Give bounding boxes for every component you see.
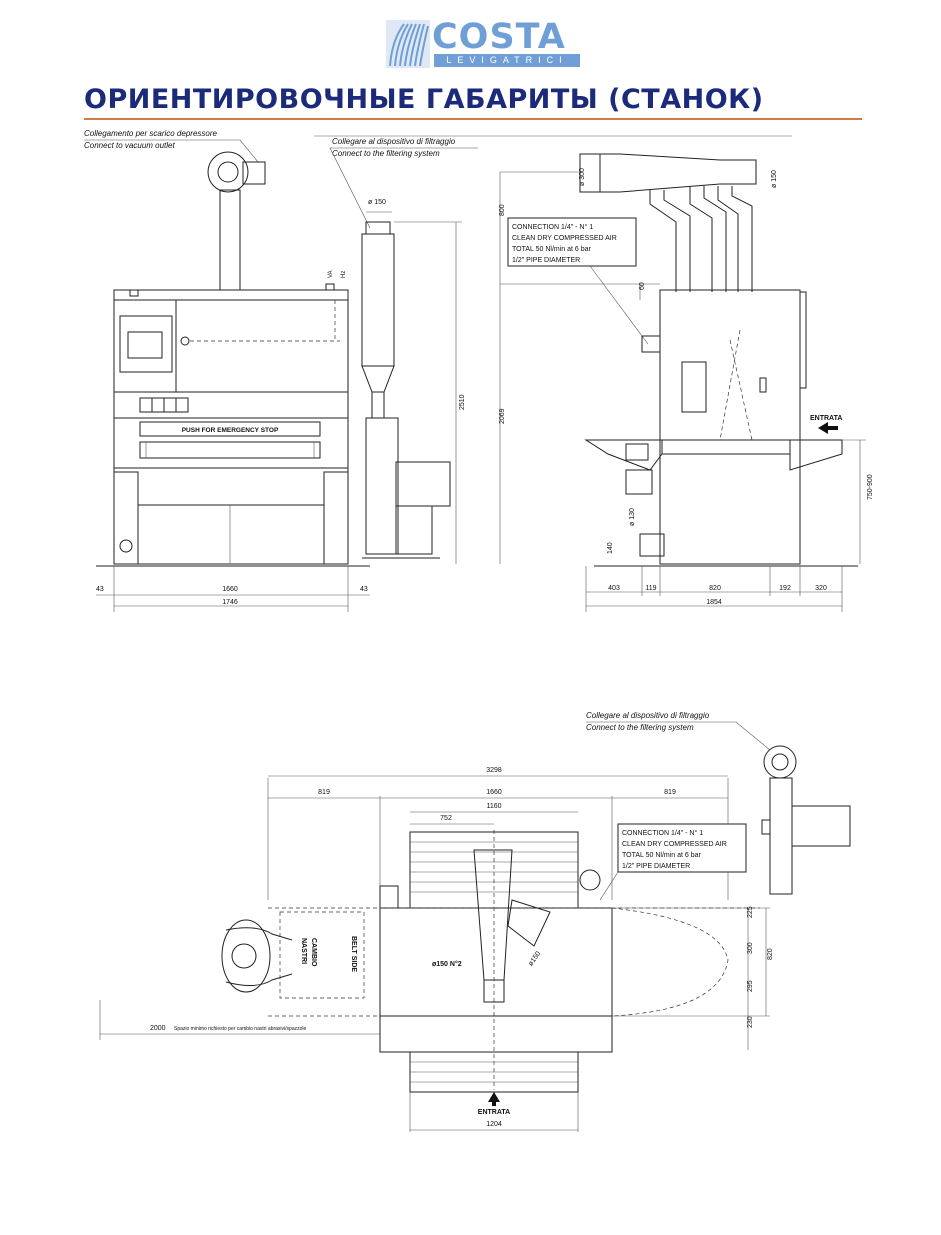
filter-motor	[395, 461, 451, 507]
front-dim-right: 43	[360, 586, 368, 593]
plan-machine-body	[379, 907, 613, 1017]
front-view: Collegamento per scarico depressore Conn…	[84, 129, 370, 612]
plan-dia-150-n2: ø150 N°2	[432, 960, 462, 968]
title-divider	[84, 118, 862, 120]
plan-nastri: NASTRI	[300, 938, 307, 964]
plan-dim-1204: 1204	[486, 1121, 502, 1128]
side-dim-800: 800	[499, 204, 506, 216]
front-dim-width: 1660	[222, 586, 238, 593]
side-pipe-1	[649, 190, 691, 292]
plan-filter-motor	[791, 805, 851, 847]
emergency-stop-label: PUSH FOR EMERGENCY STOP	[182, 427, 279, 434]
side-dia-300: ø 300	[579, 168, 586, 186]
plan-dim-right: 819	[664, 789, 676, 796]
filter-note-leader	[329, 147, 478, 229]
side-connection-line-4: 1/2" PIPE DIAMETER	[512, 257, 580, 264]
plan-filter-note-en: Connect to the filtering system	[586, 723, 694, 732]
plan-belt-side: BELT SIDE	[350, 936, 357, 972]
plan-view: Collegare al dispositivo di filtraggio C…	[99, 711, 851, 1132]
plan-side-dim-3: 295	[747, 980, 754, 992]
side-bottom-dim-3: 820	[709, 585, 721, 592]
side-motor	[681, 361, 707, 413]
side-connection-note	[507, 217, 637, 267]
front-dim-left: 43	[96, 586, 104, 593]
plan-side-dim-2: 300	[747, 942, 754, 954]
plan-filter-leader	[586, 721, 771, 751]
plan-dim-mid: 1660	[486, 789, 502, 796]
plan-dim-left: 819	[318, 789, 330, 796]
plan-connection-line-4: 1/2" PIPE DIAMETER	[622, 863, 690, 870]
side-connection-line-2: CLEAN DRY COMPRESSED AIR	[512, 235, 617, 242]
side-bottom-dim-2: 119	[645, 585, 656, 592]
side-dia-130: ø 130	[629, 508, 636, 526]
logo-mark-icon	[386, 20, 430, 68]
side-dia-150: ø 150	[771, 170, 778, 188]
filter-note-it: Collegare al dispositivo di filtraggio	[332, 137, 456, 146]
plan-connection-line-2: CLEAN DRY COMPRESSED AIR	[622, 841, 727, 848]
filter-dia: ø 150	[368, 199, 386, 206]
side-view: ø 300 ø 150 CONNECTION 1/4" - N° 1 CLEAN…	[499, 153, 874, 612]
side-connection-line-3: TOTAL 50 Nl/min at 6 bar	[512, 246, 592, 253]
emergency-stop-bar	[139, 421, 321, 437]
front-tag-hz: Hz	[341, 271, 347, 278]
filter-base	[365, 417, 399, 555]
plan-side-dim-1: 225	[747, 906, 754, 918]
plan-cambio: CAMBIO	[310, 938, 317, 967]
plan-connection-line-1: CONNECTION 1/4" - N° 1	[622, 829, 703, 837]
machine-front-body	[113, 289, 349, 565]
filter-height: 2510	[459, 394, 466, 410]
plan-belt-change-area	[279, 911, 365, 999]
plan-dim-752: 752	[440, 815, 452, 822]
front-tag-va: VA	[328, 270, 334, 278]
plan-dim-2000-note: Spazio minimo richiesto per cambio nastr…	[174, 1026, 306, 1032]
side-bottom-dim-1: 403	[608, 585, 620, 592]
side-dim-140: 140	[607, 542, 614, 554]
brand-subtitle: LEVIGATRICI	[434, 54, 580, 67]
side-entrata-label: ENTRATA	[810, 415, 842, 422]
plan-dim-820: 820	[767, 948, 774, 960]
vacuum-fan-icon	[207, 151, 249, 193]
plan-dim-1160: 1160	[486, 803, 501, 810]
front-vacuum-note-en: Connect to vacuum outlet	[84, 141, 175, 150]
side-entrata-arrow-icon	[818, 422, 838, 434]
operator-figure-icon	[221, 919, 293, 993]
filter-note-en: Connect to the filtering system	[332, 149, 440, 158]
filter-column	[361, 233, 395, 367]
plan-air-fitting-icon	[579, 869, 601, 891]
side-bottom-dim-5: 320	[815, 585, 827, 592]
side-dim-60: 60	[639, 282, 646, 290]
plan-dim-2000: 2000	[150, 1025, 166, 1032]
control-panel	[119, 315, 173, 373]
side-bottom-dim-4: 192	[779, 585, 791, 592]
plan-side-dim-4: 230	[747, 1016, 754, 1028]
front-roller	[139, 441, 321, 459]
front-vacuum-note-it: Collegamento per scarico depressore	[84, 129, 218, 138]
plan-dia-150: ø150	[527, 950, 542, 967]
filter-unit-view: Collegare al dispositivo di filtraggio C…	[314, 135, 792, 564]
side-dim-750-900: 750-900	[867, 474, 874, 500]
plan-filter-note-it: Collegare al dispositivo di filtraggio	[586, 711, 710, 720]
front-dim-total: 1746	[222, 599, 238, 606]
plan-entrata-arrow-icon	[488, 1092, 500, 1106]
plan-connection-note	[617, 823, 747, 873]
side-dim-total: 1854	[706, 599, 722, 606]
plan-duct	[473, 849, 513, 981]
costa-logo: COSTA LEVIGATRICI	[386, 18, 582, 70]
plan-filter-fan-icon	[763, 745, 797, 779]
front-vacuum-leader	[84, 139, 259, 163]
brand-name: COSTA	[432, 17, 566, 57]
side-duct	[579, 153, 757, 193]
plan-entrata-label: ENTRATA	[478, 1109, 510, 1116]
page-title: ОРИЕНТИРОВОЧНЫЕ ГАБАРИТЫ (СТАНОК)	[84, 84, 764, 115]
side-body	[659, 289, 801, 565]
side-connection-line-1: CONNECTION 1/4" - N° 1	[512, 223, 593, 231]
side-pipe-2	[689, 186, 727, 292]
control-screen	[127, 331, 163, 359]
plan-connection-line-3: TOTAL 50 Nl/min at 6 bar	[622, 852, 702, 859]
side-dim-2069: 2069	[499, 408, 506, 424]
plan-dim-total: 3298	[486, 767, 502, 774]
